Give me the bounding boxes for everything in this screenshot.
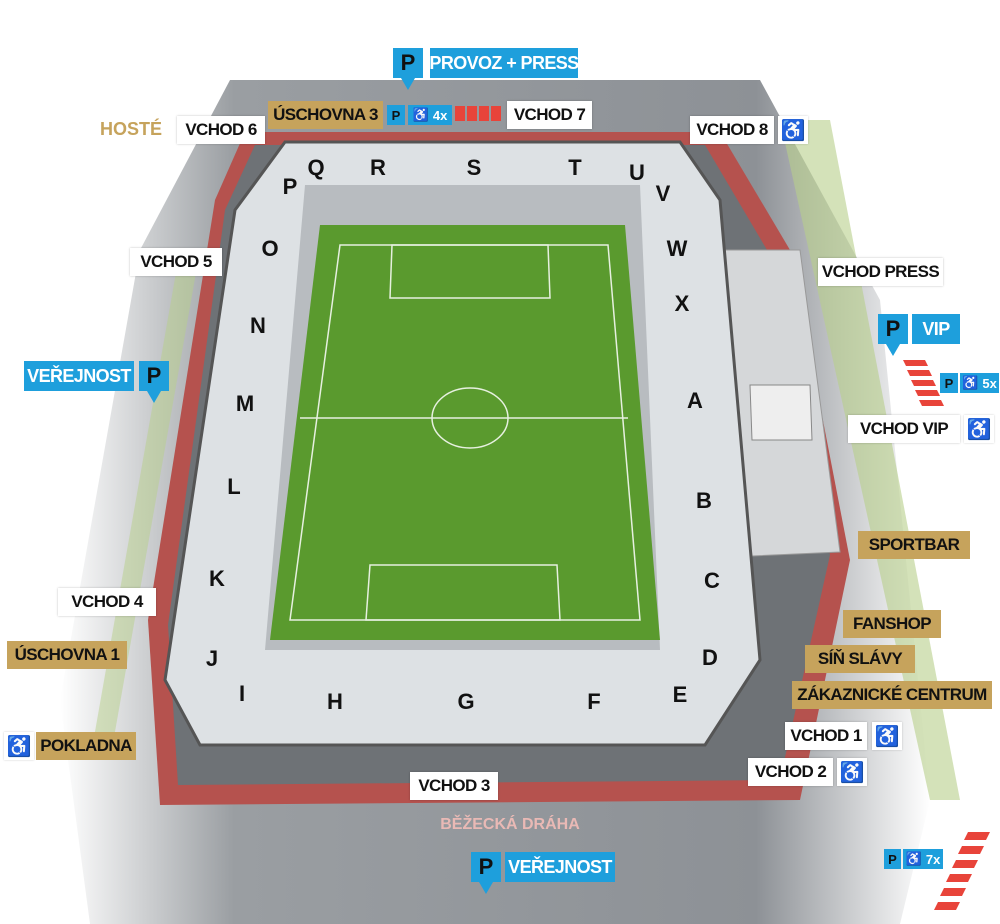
pitch (270, 225, 660, 640)
count-north: 4x (432, 107, 448, 123)
sector-f[interactable]: F (587, 689, 601, 714)
label-provoz-press[interactable]: PROVOZ + PRESS (429, 48, 579, 78)
count-south: 7x (925, 851, 941, 867)
accessible-parking-north: ♿4x (408, 105, 452, 125)
sector-r[interactable]: R (370, 155, 386, 180)
accessible-parking-vip: ♿5x (960, 373, 999, 393)
parking-p-north: P (387, 105, 405, 125)
label-hoste[interactable]: HOSTÉ (100, 119, 163, 139)
pitch-lines (289, 244, 641, 621)
grass-strip-left (90, 250, 200, 760)
label-uschovna-1[interactable]: ÚSCHOVNA 1 (7, 641, 127, 669)
sector-l[interactable]: L (227, 474, 241, 499)
label-fanshop[interactable]: FANSHOP (843, 610, 941, 638)
parking-p-south: P (884, 849, 901, 869)
sector-b[interactable]: B (696, 488, 712, 513)
sector-t[interactable]: T (568, 155, 582, 180)
label-sportbar[interactable]: SPORTBAR (858, 531, 970, 559)
sector-s[interactable]: S (466, 155, 482, 180)
count-vip: 5x (982, 375, 997, 391)
label-vip[interactable]: VIP (912, 314, 960, 344)
sector-g[interactable]: G (457, 689, 475, 714)
sector-x[interactable]: X (674, 291, 690, 316)
wheelchair-icon: ♿ (872, 722, 902, 750)
parking-pin-south[interactable]: P (471, 852, 501, 894)
sector-k[interactable]: K (209, 566, 225, 591)
label-pokladna[interactable]: POKLADNA (36, 732, 136, 760)
parking-stripes (455, 106, 990, 910)
sector-j[interactable]: J (205, 646, 219, 671)
parking-pin-west[interactable]: P (139, 361, 169, 403)
label-vchod-2[interactable]: VCHOD 2 (748, 758, 833, 786)
wheelchair-icon: ♿ (412, 107, 429, 122)
parking-pin-vip[interactable]: P (878, 314, 908, 356)
sector-m[interactable]: M (235, 391, 255, 416)
label-vchod-6[interactable]: VCHOD 6 (177, 116, 265, 144)
sector-w[interactable]: W (666, 236, 688, 261)
wheelchair-icon: ♿ (837, 758, 867, 786)
wheelchair-icon: ♿ (962, 375, 979, 390)
sector-d[interactable]: D (702, 645, 718, 670)
label-sin-slavy[interactable]: SÍŇ SLÁVY (805, 645, 915, 673)
wheelchair-icon: ♿ (964, 415, 994, 443)
sector-a[interactable]: A (687, 388, 703, 413)
sector-e[interactable]: E (672, 682, 688, 707)
sector-h[interactable]: H (327, 689, 343, 714)
parking-pin-provoz[interactable]: P (393, 48, 423, 90)
label-vchod-5[interactable]: VCHOD 5 (130, 248, 222, 276)
label-vchod-vip[interactable]: VCHOD VIP (848, 415, 960, 443)
wheelchair-icon: ♿ (905, 851, 922, 866)
label-vchod-8[interactable]: VCHOD 8 (690, 116, 774, 144)
label-zakaznicke-centrum[interactable]: ZÁKAZNICKÉ CENTRUM (792, 681, 992, 709)
sector-p[interactable]: P (282, 174, 298, 199)
sector-q[interactable]: Q (307, 155, 325, 180)
accessible-parking-south: ♿7x (903, 849, 943, 869)
sector-v[interactable]: V (655, 181, 671, 206)
label-uschovna-3[interactable]: ÚSCHOVNA 3 (268, 101, 383, 129)
label-verejnost-west[interactable]: VEŘEJNOST (24, 361, 134, 391)
wheelchair-icon: ♿ (4, 732, 34, 760)
label-vchod-3[interactable]: VCHOD 3 (410, 772, 498, 800)
wheelchair-icon: ♿ (778, 116, 808, 144)
sector-u[interactable]: U (629, 160, 645, 185)
sector-n[interactable]: N (250, 313, 266, 338)
sector-i[interactable]: I (238, 681, 246, 706)
parking-p-vip: P (940, 373, 958, 393)
sector-c[interactable]: C (704, 568, 720, 593)
vip-building (749, 384, 813, 441)
label-vchod-press[interactable]: VCHOD PRESS (818, 258, 943, 286)
running-track-label: BĚŽECKÁ DRÁHA (440, 814, 580, 833)
label-vchod-4[interactable]: VCHOD 4 (58, 588, 156, 616)
label-vchod-7[interactable]: VCHOD 7 (507, 101, 592, 129)
label-vchod-1[interactable]: VCHOD 1 (785, 722, 867, 750)
label-verejnost-south[interactable]: VEŘEJNOST (505, 852, 615, 882)
sector-o[interactable]: O (261, 236, 279, 261)
